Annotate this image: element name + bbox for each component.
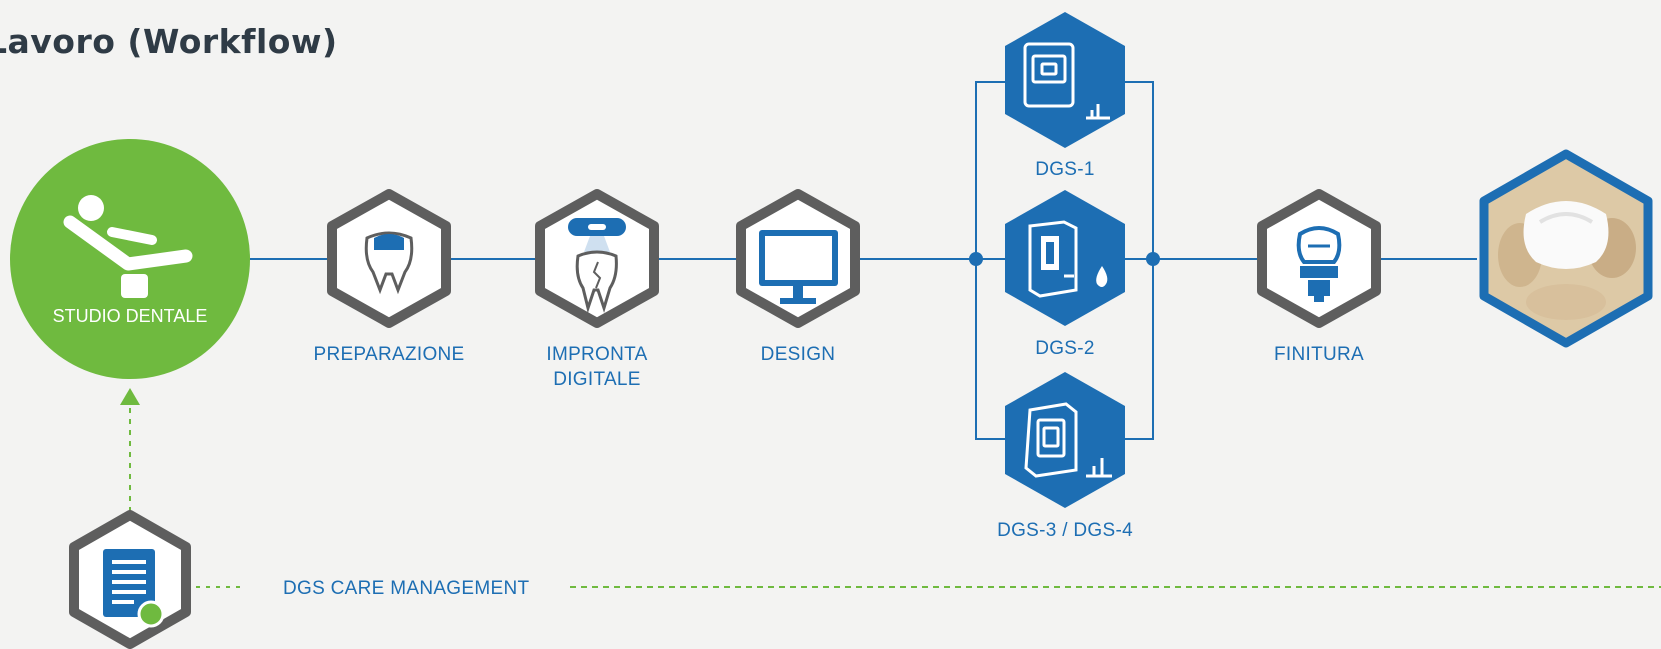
milling-machine-icon <box>1024 402 1112 478</box>
care-management-node <box>69 510 191 649</box>
page-title: Lavoro (Workflow) <box>0 22 338 61</box>
document-icon <box>103 549 165 628</box>
split-junction <box>969 252 983 266</box>
care-management-label: DGS CARE MANAGEMENT <box>283 578 530 599</box>
dgs-2-node <box>1005 190 1125 326</box>
dgs-1-label: DGS-1 <box>1035 159 1095 180</box>
merge-junction <box>1146 252 1160 266</box>
impronta-label-line1: IMPRONTA <box>546 344 648 365</box>
design-label: DESIGN <box>760 344 836 365</box>
prepared-tooth-icon <box>364 231 414 295</box>
impronta-digitale-node <box>535 189 659 328</box>
intraoral-scanner-icon <box>568 218 626 314</box>
wet-milling-machine-icon <box>1028 220 1108 298</box>
arrow-up-icon <box>120 388 140 405</box>
dental-crown-photo <box>1479 149 1653 348</box>
finitura-label: FINITURA <box>1273 344 1364 365</box>
milling-machine-icon <box>1023 42 1110 120</box>
monitor-icon <box>759 230 838 304</box>
dgs-3-4-label: DGS-3 / DGS-4 <box>997 520 1133 541</box>
preparazione-node <box>327 189 451 328</box>
dgs-1-node <box>1005 12 1125 148</box>
design-node <box>736 189 860 328</box>
dgs-2-label: DGS-2 <box>1035 338 1095 359</box>
dental-chair-icon <box>63 195 193 298</box>
dgs-3-4-node <box>1005 372 1125 508</box>
studio-dentale-label: STUDIO DENTALE <box>52 306 208 326</box>
preparazione-label: PREPARAZIONE <box>313 344 465 365</box>
crown-finishing-icon <box>1296 226 1342 302</box>
impronta-label-line2: DIGITALE <box>553 369 641 390</box>
finitura-node <box>1257 189 1381 328</box>
dgs-2-hexagon <box>1005 190 1125 326</box>
studio-dentale-node <box>10 139 250 379</box>
